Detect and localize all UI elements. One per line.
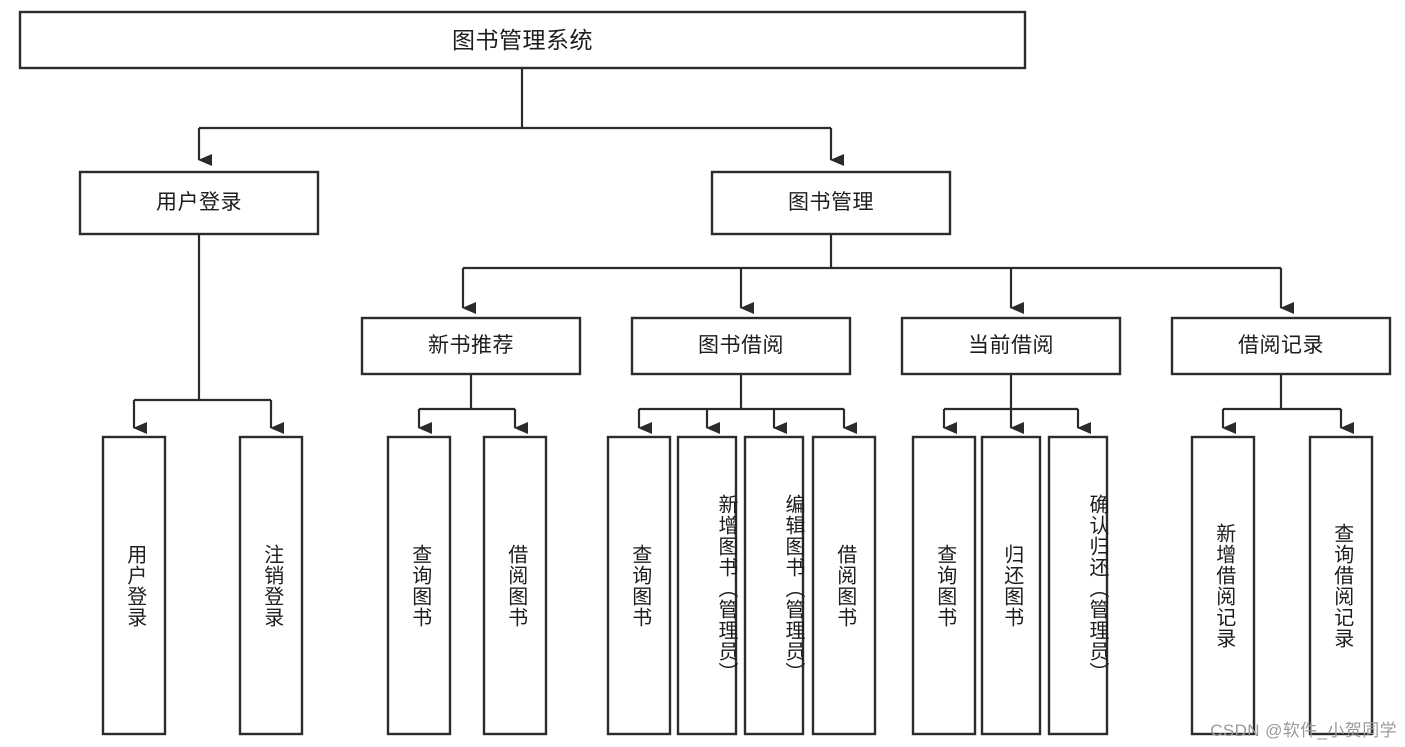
leaf-box-logout[interactable] (238, 435, 304, 736)
leaf-box-query-book-bb[interactable] (606, 435, 672, 736)
leaf-box-query-book-cb[interactable] (911, 435, 977, 736)
leaf-box-query-book-nbr[interactable] (386, 435, 452, 736)
node-book-borrow[interactable] (630, 316, 852, 376)
leaf-box-edit-book-admin[interactable] (743, 435, 805, 736)
node-user-login[interactable] (78, 170, 320, 236)
node-book-management[interactable] (710, 170, 952, 236)
node-book-management-system[interactable] (18, 10, 1027, 70)
leaf-box-borrow-book-nbr[interactable] (482, 435, 548, 736)
leaf-box-add-book-admin[interactable] (676, 435, 738, 736)
leaf-box-confirm-return[interactable] (1047, 435, 1109, 736)
node-current-borrow[interactable] (900, 316, 1122, 376)
leaf-box-user-login[interactable] (101, 435, 167, 736)
leaf-box-return-book[interactable] (980, 435, 1042, 736)
node-borrow-record[interactable] (1170, 316, 1392, 376)
leaf-box-add-borrow-record[interactable] (1190, 435, 1256, 736)
leaf-box-query-borrow-record[interactable] (1308, 435, 1374, 736)
node-new-book-recommend[interactable] (360, 316, 582, 376)
leaf-box-borrow-book-bb[interactable] (811, 435, 877, 736)
watermark: CSDN @软件_小贺同学 (1210, 721, 1397, 740)
